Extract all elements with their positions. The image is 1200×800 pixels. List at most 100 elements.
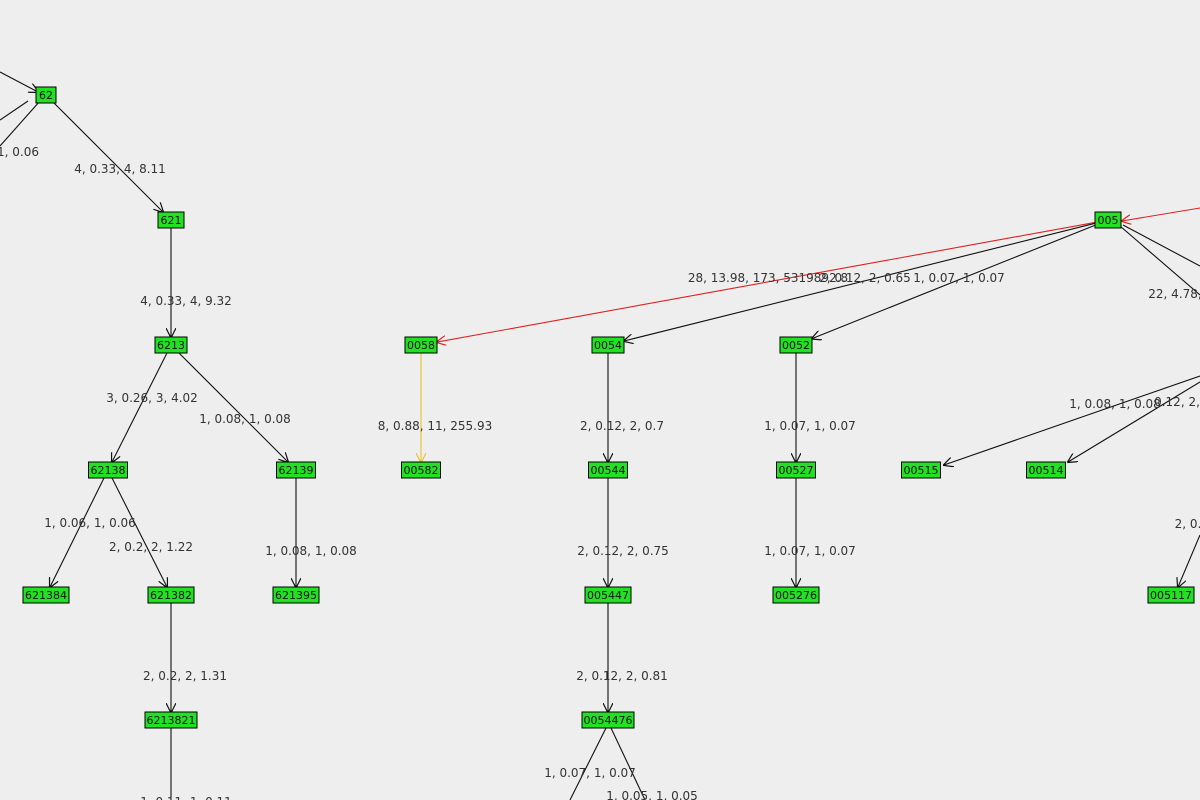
- edge-62-to-offscreen-left-2[interactable]: [0, 100, 29, 121]
- edge-62-to-621[interactable]: [53, 102, 163, 212]
- node-box[interactable]: [144, 711, 198, 729]
- edge-0054476-to-offscreen-2[interactable]: [610, 727, 646, 800]
- edge-005-to-offscreen-right-2[interactable]: [1119, 225, 1200, 296]
- graph-node-00515[interactable]: 00515: [901, 461, 941, 479]
- edge-label-clipped: 22, 4.78,: [1148, 287, 1200, 301]
- node-label: 6213: [157, 339, 185, 352]
- node-label: 0052: [782, 339, 810, 352]
- edge-label-62-to-621: 4, 0.33, 4, 8.11: [74, 162, 166, 176]
- edge-62138-to-621384[interactable]: [50, 477, 105, 587]
- edge-label-6213-to-62139: 1, 0.08, 1, 0.08: [199, 412, 291, 426]
- node-box[interactable]: [272, 586, 320, 604]
- edge-6213-to-62139[interactable]: [178, 352, 288, 462]
- node-label: 0054: [594, 339, 622, 352]
- node-label: 62139: [279, 464, 314, 477]
- node-box[interactable]: [276, 461, 316, 479]
- node-box[interactable]: [584, 586, 632, 604]
- edge-label-0054-to-00544: 2, 0.12, 2, 0.7: [580, 419, 664, 433]
- node-box[interactable]: [1094, 211, 1122, 229]
- edge-offscreen-to-00515[interactable]: [944, 375, 1200, 465]
- node-label: 00582: [404, 464, 439, 477]
- graph-node-0054476[interactable]: 0054476: [581, 711, 635, 729]
- node-label: 621382: [150, 589, 192, 602]
- graph-node-0054[interactable]: 0054: [591, 336, 625, 354]
- graph-node-62139[interactable]: 62139: [276, 461, 316, 479]
- node-label: 0058: [407, 339, 435, 352]
- graph-node-6213821[interactable]: 6213821: [144, 711, 198, 729]
- edge-label-62138-to-621384: 1, 0.06, 1, 0.06: [44, 516, 136, 530]
- edge-label-00527-to-005276: 1, 0.07, 1, 0.07: [764, 544, 856, 558]
- graph-node-00527[interactable]: 00527: [776, 461, 816, 479]
- node-box[interactable]: [779, 336, 813, 354]
- node-label: 00527: [779, 464, 814, 477]
- node-label: 00514: [1029, 464, 1064, 477]
- node-box[interactable]: [588, 461, 628, 479]
- node-box[interactable]: [1147, 586, 1195, 604]
- node-box[interactable]: [157, 211, 185, 229]
- edge-offscreen-to-00514[interactable]: [1068, 381, 1200, 462]
- edge-label-62138-to-621382: 2, 0.2, 2, 1.22: [109, 540, 193, 554]
- graph-node-62138[interactable]: 62138: [88, 461, 128, 479]
- edge-005-to-0054[interactable]: [624, 222, 1096, 341]
- node-label: 005447: [587, 589, 629, 602]
- node-label: 621395: [275, 589, 317, 602]
- node-label: 005: [1098, 214, 1119, 227]
- edge-label-clipped: 1, 0.11, 1, 0.11: [140, 795, 232, 800]
- graph-node-621384[interactable]: 621384: [22, 586, 70, 604]
- edge-005-to-offscreen-right[interactable]: [1122, 224, 1200, 267]
- node-label: 6213821: [147, 714, 196, 727]
- graph-node-0058[interactable]: 0058: [404, 336, 438, 354]
- edge-005-to-0052[interactable]: [812, 224, 1096, 338]
- graph-node-621[interactable]: 621: [157, 211, 185, 229]
- graph-node-00582[interactable]: 00582: [401, 461, 441, 479]
- node-label: 62138: [91, 464, 126, 477]
- node-box[interactable]: [776, 461, 816, 479]
- node-box[interactable]: [901, 461, 941, 479]
- graph-node-0052[interactable]: 0052: [779, 336, 813, 354]
- node-label: 62: [39, 89, 53, 102]
- edge-label-clipped: 2, 0.: [1175, 517, 1200, 531]
- edge-offscreen-to-005-red[interactable]: [1122, 207, 1200, 221]
- edge-62-to-offscreen-left[interactable]: [0, 100, 41, 147]
- graph-node-005[interactable]: 005: [1094, 211, 1122, 229]
- graph-node-621395[interactable]: 621395: [272, 586, 320, 604]
- edge-62138-to-621382[interactable]: [111, 477, 167, 587]
- edge-label-005-to-0052: 1, 0.07, 1, 0.07: [913, 271, 1005, 285]
- node-box[interactable]: [772, 586, 820, 604]
- edge-0054476-to-offscreen[interactable]: [569, 727, 607, 800]
- edge-label-005-to-0054: 2, 0.12, 2, 0.65: [819, 271, 911, 285]
- graph-node-005276[interactable]: 005276: [772, 586, 820, 604]
- node-box[interactable]: [581, 711, 635, 729]
- node-box[interactable]: [401, 461, 441, 479]
- node-box[interactable]: [88, 461, 128, 479]
- node-box[interactable]: [35, 86, 57, 104]
- graph-node-62[interactable]: 62: [35, 86, 57, 104]
- node-label: 005276: [775, 589, 817, 602]
- graph-node-00514[interactable]: 00514: [1026, 461, 1066, 479]
- node-box[interactable]: [154, 336, 188, 354]
- node-box[interactable]: [591, 336, 625, 354]
- node-label: 00515: [904, 464, 939, 477]
- graph-node-621382[interactable]: 621382: [147, 586, 195, 604]
- node-box[interactable]: [1026, 461, 1066, 479]
- edge-label-clipped: 1, 0.06: [0, 145, 39, 159]
- edge-label-621-to-6213: 4, 0.33, 4, 9.32: [140, 294, 232, 308]
- edge-label-clipped: 0.12, 2,: [1154, 395, 1200, 409]
- node-box[interactable]: [22, 586, 70, 604]
- edge-offscreen-to-62[interactable]: [0, 71, 38, 92]
- node-box[interactable]: [404, 336, 438, 354]
- edge-label-005-to-0058: 28, 13.98, 173, 5319892.8: [688, 271, 848, 285]
- graph-node-00544[interactable]: 00544: [588, 461, 628, 479]
- node-label: 621384: [25, 589, 67, 602]
- node-label: 0054476: [584, 714, 633, 727]
- edge-offscreen-to-005117[interactable]: [1178, 534, 1200, 587]
- graph-node-005447[interactable]: 005447: [584, 586, 632, 604]
- edge-005-to-0058[interactable]: [437, 221, 1096, 342]
- graph-node-6213[interactable]: 6213: [154, 336, 188, 354]
- edge-label-621382-to-6213821: 2, 0.2, 2, 1.31: [143, 669, 227, 683]
- node-box[interactable]: [147, 586, 195, 604]
- edge-6213-to-62138[interactable]: [112, 352, 168, 462]
- edge-label-6213-to-62138: 3, 0.26, 3, 4.02: [106, 391, 198, 405]
- edge-label-clipped: 1, 0.05, 1, 0.05: [606, 789, 698, 800]
- graph-node-005117[interactable]: 005117: [1147, 586, 1195, 604]
